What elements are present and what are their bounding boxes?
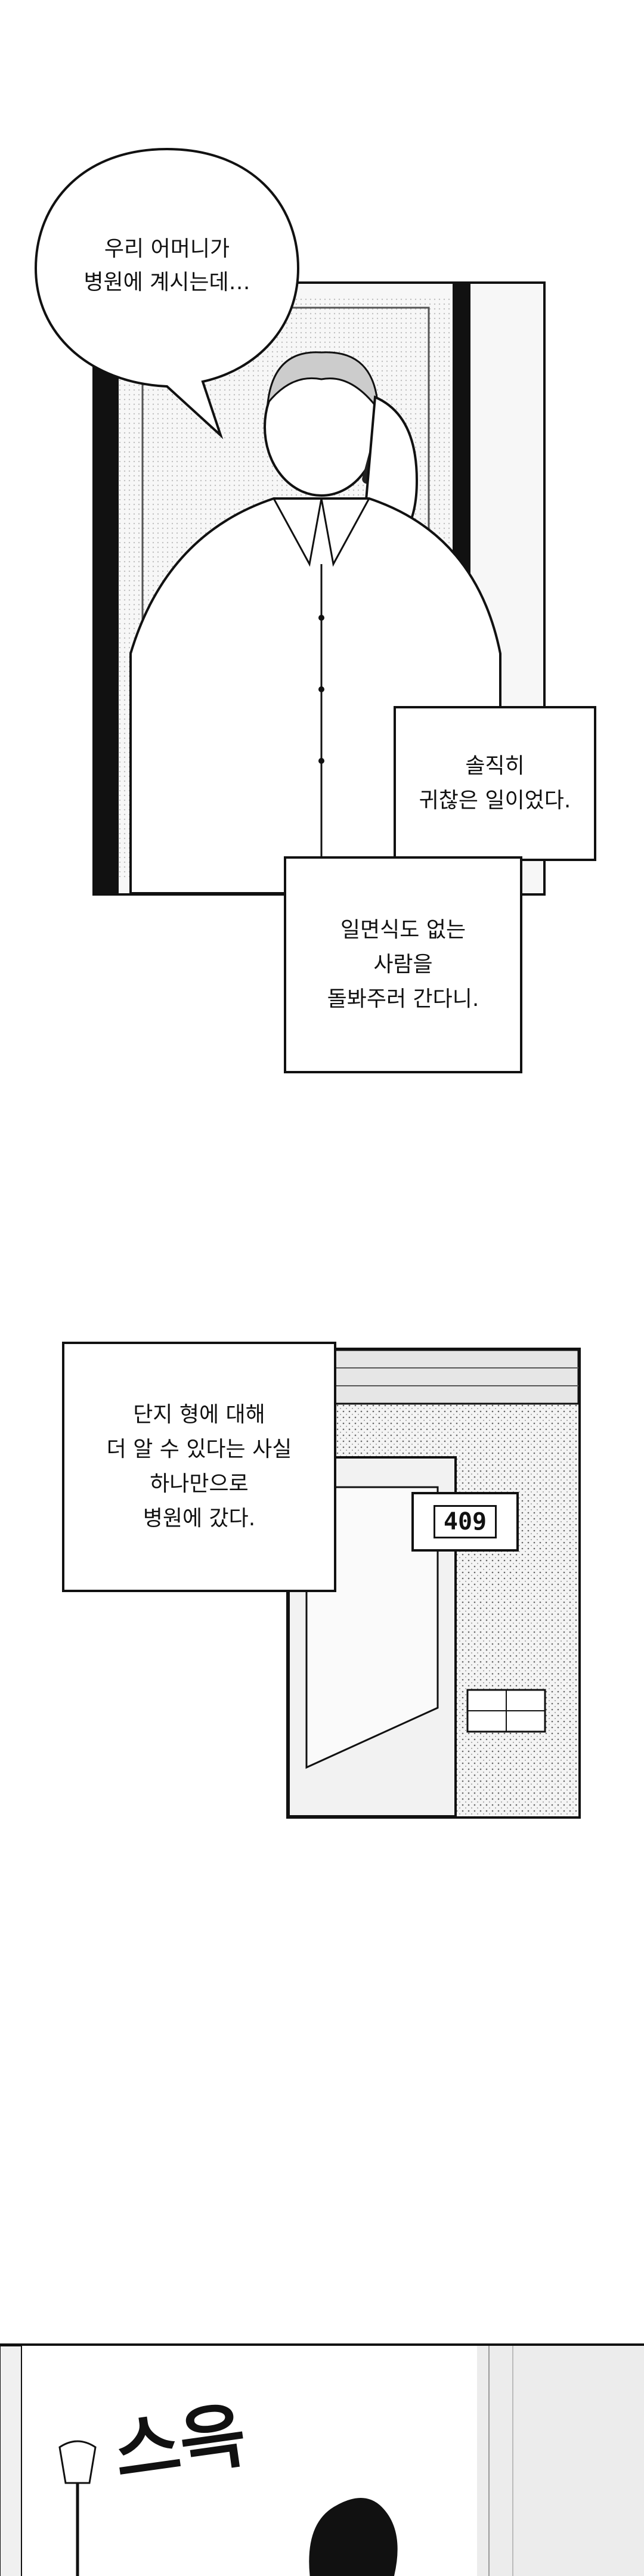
narration-caption-2: 일면식도 없는 사람을 돌봐주러 간다니.	[284, 856, 522, 1073]
hospital-door-art	[289, 1350, 578, 1816]
speech-bubble-text: 우리 어머니가 병원에 계시는데…	[48, 233, 286, 299]
caption-3-line-3: 하나만으로	[150, 1472, 249, 1496]
room-number-text: 409	[433, 1505, 497, 1538]
caption-3-line-4: 병원에 갔다.	[143, 1506, 256, 1531]
bubble-line-2: 병원에 계시는데…	[83, 270, 250, 295]
speech-bubble-shape	[34, 147, 300, 439]
caption-3-line-2: 더 알 수 있다는 사실	[106, 1437, 292, 1462]
bottom-scene-art	[0, 2346, 644, 2576]
narration-caption-1: 솔직히 귀찮은 일이었다.	[394, 706, 596, 861]
bubble-line-1: 우리 어머니가	[104, 237, 230, 261]
sound-effect-text: 스윽	[109, 2394, 252, 2494]
bottom-scene-panel	[0, 2343, 644, 2576]
caption-2-line-1: 일면식도 없는	[340, 918, 466, 942]
caption-2-line-2: 사람을	[373, 952, 433, 977]
room-number-sign: 409	[411, 1492, 519, 1552]
narration-caption-3: 단지 형에 대해 더 알 수 있다는 사실 하나만으로 병원에 갔다.	[62, 1342, 336, 1592]
caption-3-line-1: 단지 형에 대해	[133, 1402, 265, 1427]
caption-2-line-3: 돌봐주러 간다니.	[327, 987, 479, 1011]
caption-1-line-1: 솔직히	[465, 754, 525, 778]
caption-1-line-2: 귀찮은 일이었다.	[419, 788, 571, 813]
